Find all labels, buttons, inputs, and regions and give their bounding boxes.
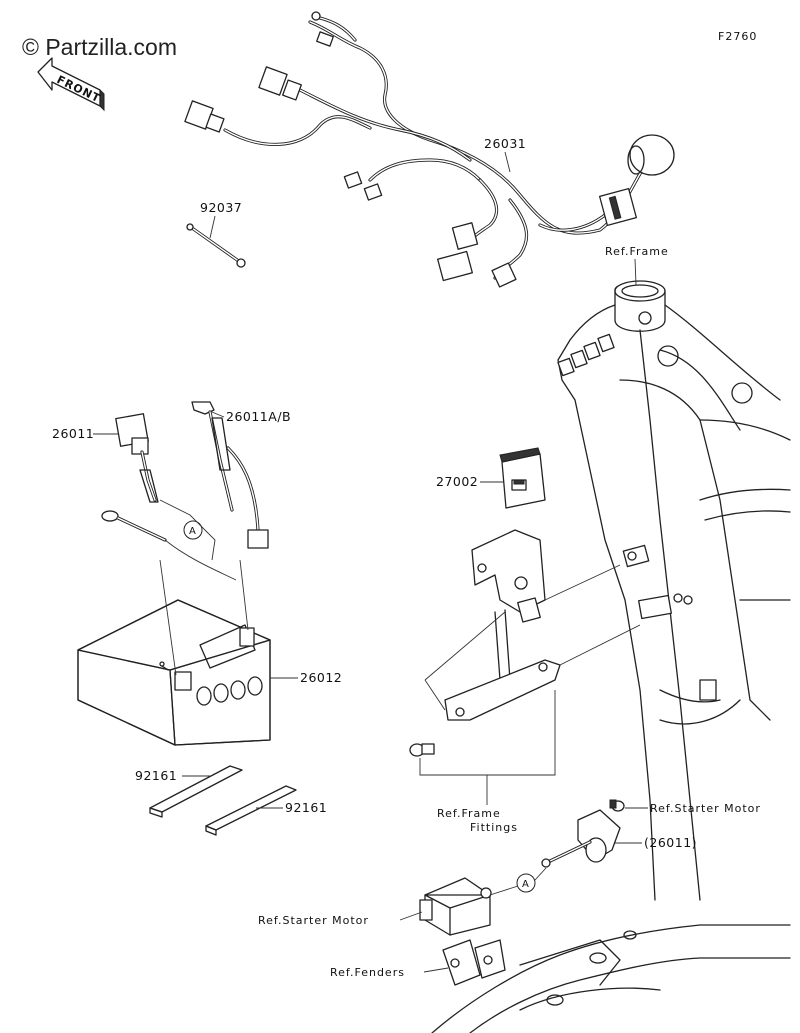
harness-connector-3 — [343, 171, 363, 189]
battery — [77, 599, 271, 746]
label-band-2: 92161 — [285, 800, 327, 815]
relay-bracket — [444, 529, 561, 721]
frame — [557, 280, 791, 901]
harness-connector-1 — [258, 66, 288, 96]
starter-relay — [499, 447, 546, 509]
main-harness — [184, 11, 675, 288]
harness-grommet — [629, 134, 675, 176]
label-relay: 27002 — [436, 474, 478, 489]
fenders — [431, 924, 791, 1033]
ground-lead — [101, 510, 167, 542]
label-starter-motor-left: Ref.Starter Motor — [258, 914, 369, 927]
label-battery: 26012 — [300, 670, 342, 685]
clamp-part — [186, 223, 246, 268]
label-starter-motor-top: Ref.Starter Motor — [650, 802, 761, 815]
callout-a-2-letter: A — [522, 879, 529, 890]
front-label: FRONT — [55, 73, 103, 105]
label-frame-fittings-1: Ref.Frame — [437, 807, 501, 820]
battery-band-2 — [205, 785, 297, 836]
watermark: © Partzilla.com — [22, 34, 177, 60]
label-fenders: Ref.Fenders — [330, 966, 405, 979]
label-cable-negative: 26011A/B — [226, 409, 291, 424]
harness-connector-6 — [491, 262, 517, 288]
harness-connector-5 — [437, 250, 473, 282]
label-band-1: 92161 — [135, 768, 177, 783]
callout-a-1 — [183, 520, 203, 540]
front-arrow-icon: FRONT — [37, 57, 105, 112]
battery-cable-negative — [191, 401, 269, 549]
starter-cable-end — [541, 799, 625, 868]
battery-cable-positive — [115, 413, 159, 503]
frame-fitting-bolt — [409, 743, 435, 757]
starter-motor — [419, 877, 492, 936]
label-frame-fittings-2: Fittings — [470, 821, 518, 834]
callout-a-2 — [516, 873, 536, 893]
label-cable-positive: 26011 — [52, 426, 94, 441]
label-frame-ref: Ref.Frame — [605, 245, 669, 258]
battery-band-1 — [149, 765, 243, 818]
figure-code: F2760 — [718, 30, 757, 43]
harness-connector-4 — [451, 222, 479, 250]
callout-a-1-letter: A — [189, 526, 196, 537]
label-harness: 26031 — [484, 136, 526, 151]
label-clamp: 92037 — [200, 200, 242, 215]
label-cable-ref: (26011) — [644, 835, 697, 850]
